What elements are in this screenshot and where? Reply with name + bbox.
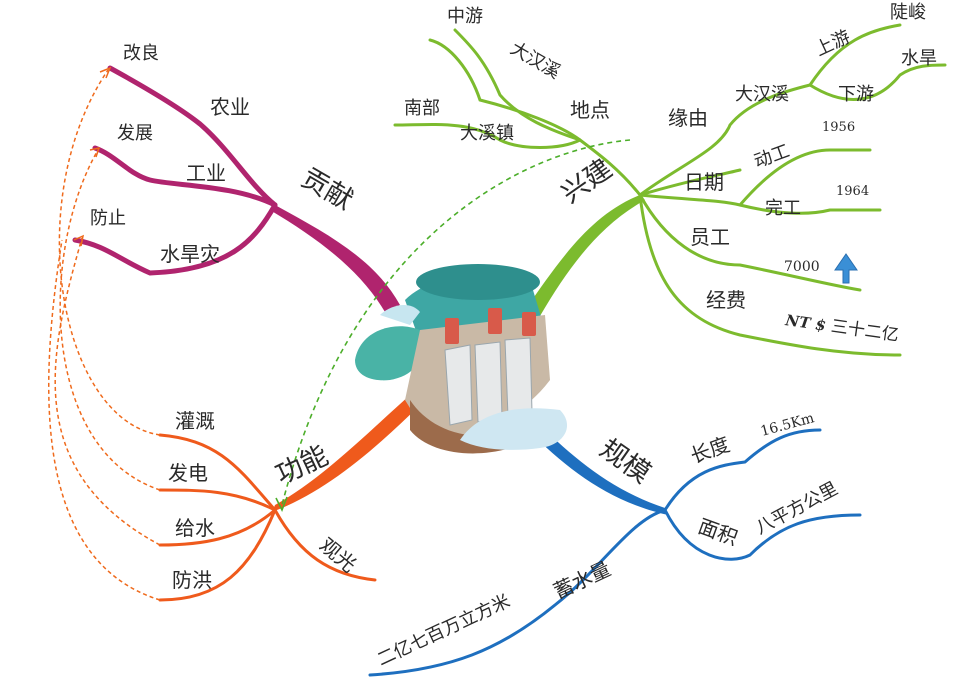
- node-agriculture: 农业: [210, 95, 250, 119]
- node-south: 南部: [404, 98, 440, 119]
- node-flood-control: 防洪: [172, 568, 212, 592]
- node-midstream: 中游: [447, 6, 483, 27]
- node-disaster: 水旱灾: [160, 242, 220, 266]
- node-steep: 陡峻: [890, 2, 926, 23]
- function-branch: [158, 395, 420, 602]
- node-drought: 水旱: [901, 48, 937, 69]
- node-prevent: 防止: [90, 208, 126, 229]
- dashed-arrowhead-green: [275, 496, 288, 512]
- node-start-year: 1956: [822, 120, 856, 135]
- node-reason: 缘由: [668, 106, 708, 130]
- increase-arrow-icon: [834, 253, 858, 284]
- node-downstream: 下游: [838, 84, 874, 105]
- node-power: 发电: [168, 461, 208, 485]
- dashed-arrowheads-orange: [73, 66, 112, 247]
- construction-branch: [393, 23, 947, 357]
- node-budget: 经费: [706, 288, 746, 312]
- node-staff-count: 7000: [784, 259, 820, 275]
- node-location: 地点: [570, 98, 610, 122]
- node-develop: 发展: [117, 123, 153, 144]
- node-reason-dahanxi: 大汉溪: [735, 84, 789, 105]
- dam-illustration: [355, 264, 568, 454]
- node-daxi-town: 大溪镇: [460, 123, 514, 144]
- node-date: 日期: [684, 170, 724, 194]
- node-staff: 员工: [690, 225, 730, 249]
- contribution-branch: [72, 65, 400, 312]
- node-irrigation: 灌溉: [175, 409, 215, 433]
- node-water-supply: 给水: [175, 516, 215, 540]
- node-complete-year: 1964: [836, 184, 870, 199]
- node-improve: 改良: [123, 43, 159, 64]
- node-complete: 完工: [765, 198, 801, 219]
- dashed-connectors-orange: [48, 69, 161, 601]
- node-industry: 工业: [186, 161, 226, 185]
